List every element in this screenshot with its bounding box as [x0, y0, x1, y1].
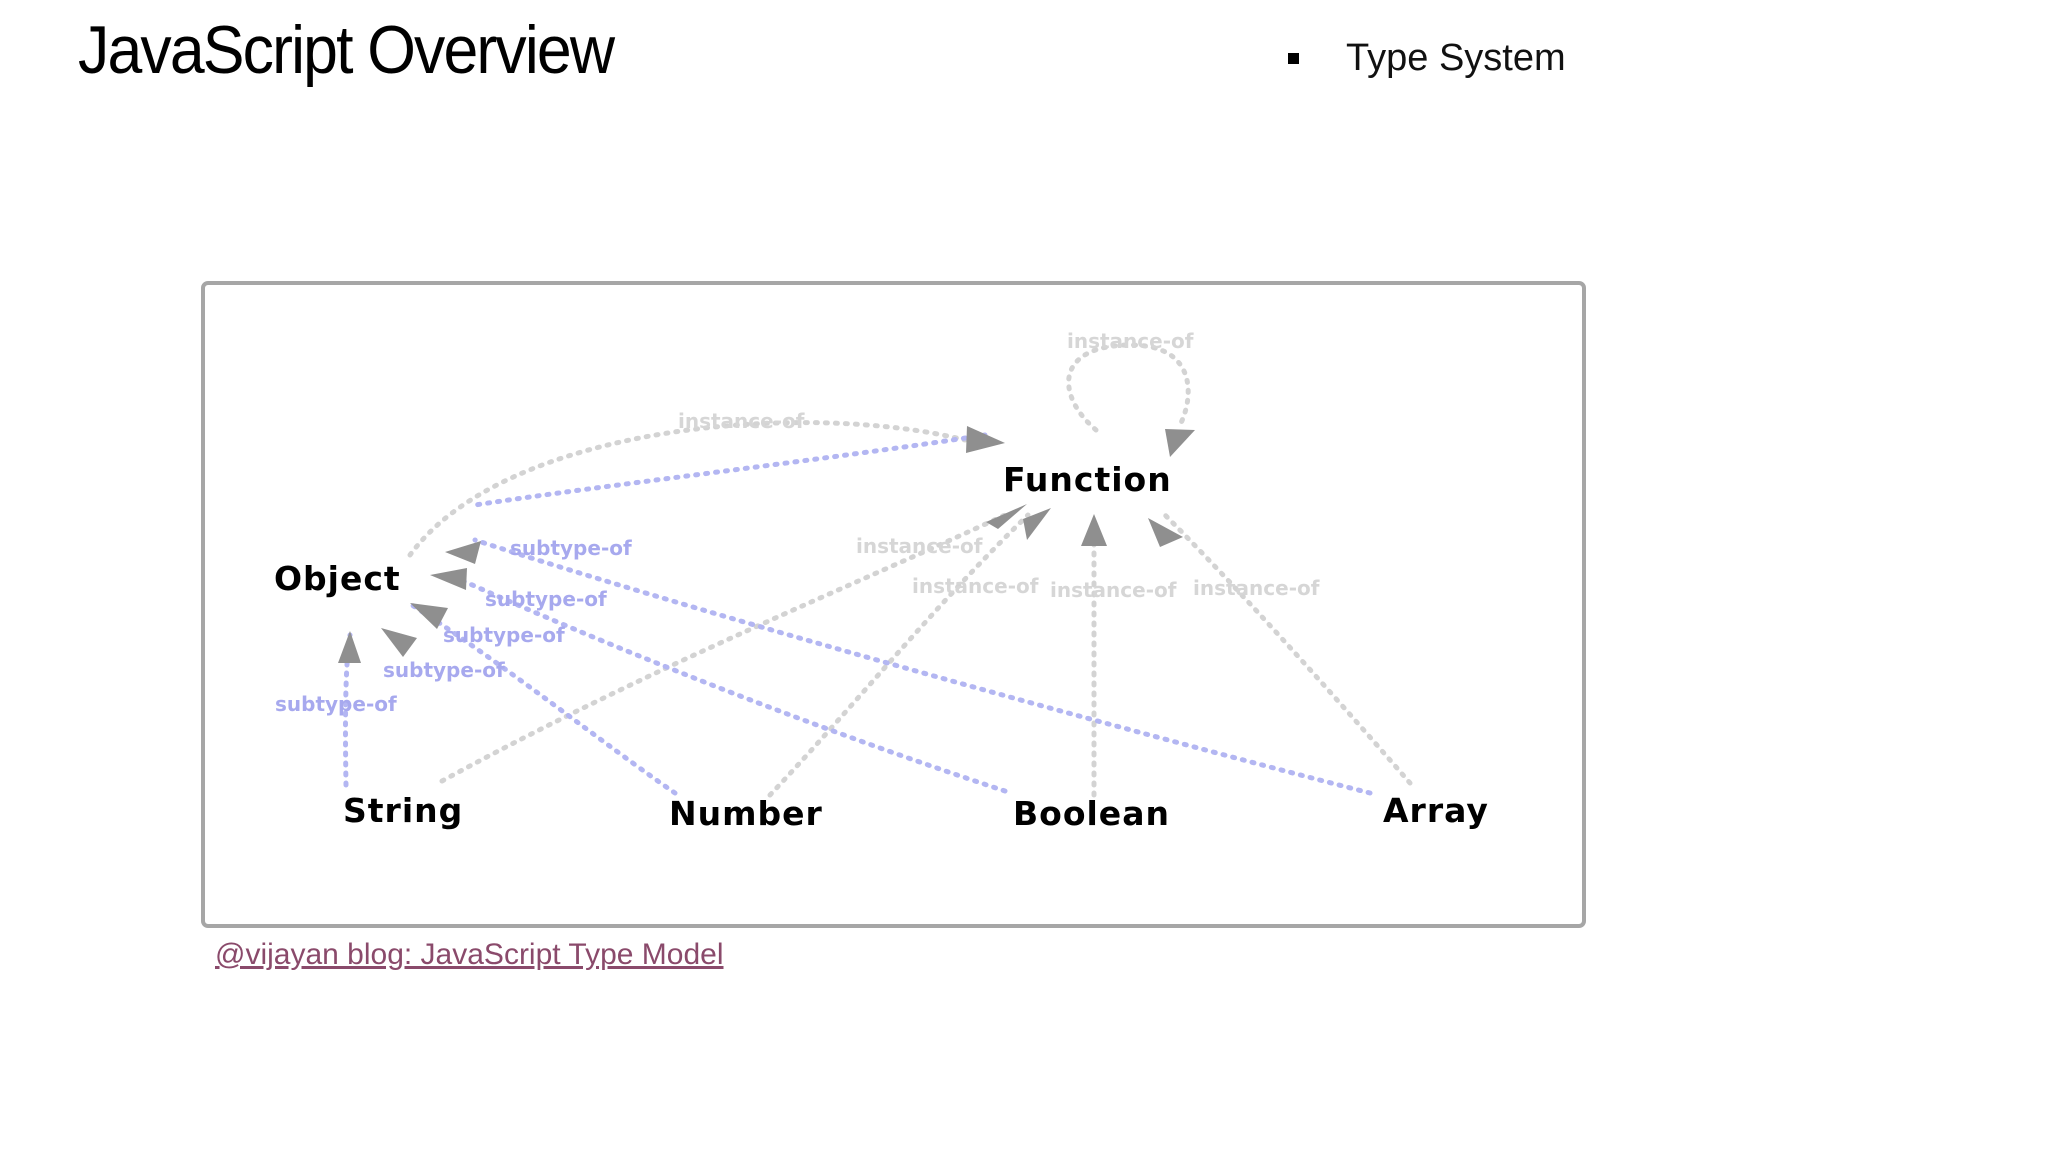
edge-label-number-object: subtype-of — [383, 658, 505, 682]
edge-label-object-function: instance-of — [678, 409, 805, 433]
edge-string-instance-of-function — [439, 512, 1008, 784]
edge-array-instance-of-function — [1160, 510, 1413, 786]
edge-label-function-object: subtype-of — [510, 536, 632, 560]
edge-boolean-subtype-of-object — [447, 572, 1008, 794]
arrowhead-array-to-object — [430, 568, 467, 590]
node-boolean: Boolean — [1013, 794, 1170, 833]
arrowhead-string-to-object — [338, 631, 361, 663]
type-model-graph: instance-of instance-of instance-of inst… — [274, 329, 1489, 833]
edge-label-array-object: subtype-of — [485, 587, 607, 611]
edge-object-instance-of-function — [407, 420, 968, 558]
arrowhead-function-to-object — [445, 541, 481, 564]
node-string: String — [343, 791, 463, 830]
node-function: Function — [1003, 460, 1172, 499]
node-array: Array — [1383, 791, 1489, 830]
bullet-text: Type System — [1346, 37, 1566, 79]
edge-number-subtype-of-object — [409, 602, 678, 796]
slide-title: JavaScript Overview — [78, 12, 615, 88]
edge-label-function-self: instance-of — [1067, 329, 1194, 353]
bullet-item: Type System — [1284, 30, 1566, 86]
edge-array-subtype-of-object — [472, 537, 1373, 796]
arrowhead-boolean-to-object — [410, 603, 448, 629]
arrowhead-number-to-function — [1023, 508, 1051, 540]
edge-number-instance-of-function — [767, 512, 1031, 798]
arrowhead-number-to-object — [381, 628, 417, 657]
square-bullet-icon — [1288, 52, 1299, 64]
arrowhead-object-to-function — [966, 426, 1005, 453]
edge-function-subtype-of-object — [472, 432, 988, 508]
type-model-diagram: instance-of instance-of instance-of inst… — [201, 281, 1586, 928]
arrowhead-boolean-to-function — [1081, 514, 1107, 546]
edge-label-boolean-object: subtype-of — [443, 623, 565, 647]
arrowhead-function-self — [1165, 429, 1195, 457]
edge-function-instance-of-function — [1066, 342, 1191, 433]
bullet-list: Type System — [1284, 30, 1566, 86]
arrowhead-string-to-function — [986, 504, 1027, 529]
node-number: Number — [669, 794, 823, 833]
edge-label-string-function: instance-of — [856, 534, 983, 558]
node-object: Object — [274, 559, 401, 598]
edge-label-array-function: instance-of — [1193, 576, 1320, 600]
arrowhead-array-to-function — [1148, 518, 1183, 547]
edge-label-number-function: instance-of — [912, 574, 1039, 598]
source-link[interactable]: @vijayan blog: JavaScript Type Model — [215, 938, 724, 971]
edge-label-string-object: subtype-of — [275, 692, 397, 716]
edge-label-boolean-function: instance-of — [1050, 578, 1177, 602]
